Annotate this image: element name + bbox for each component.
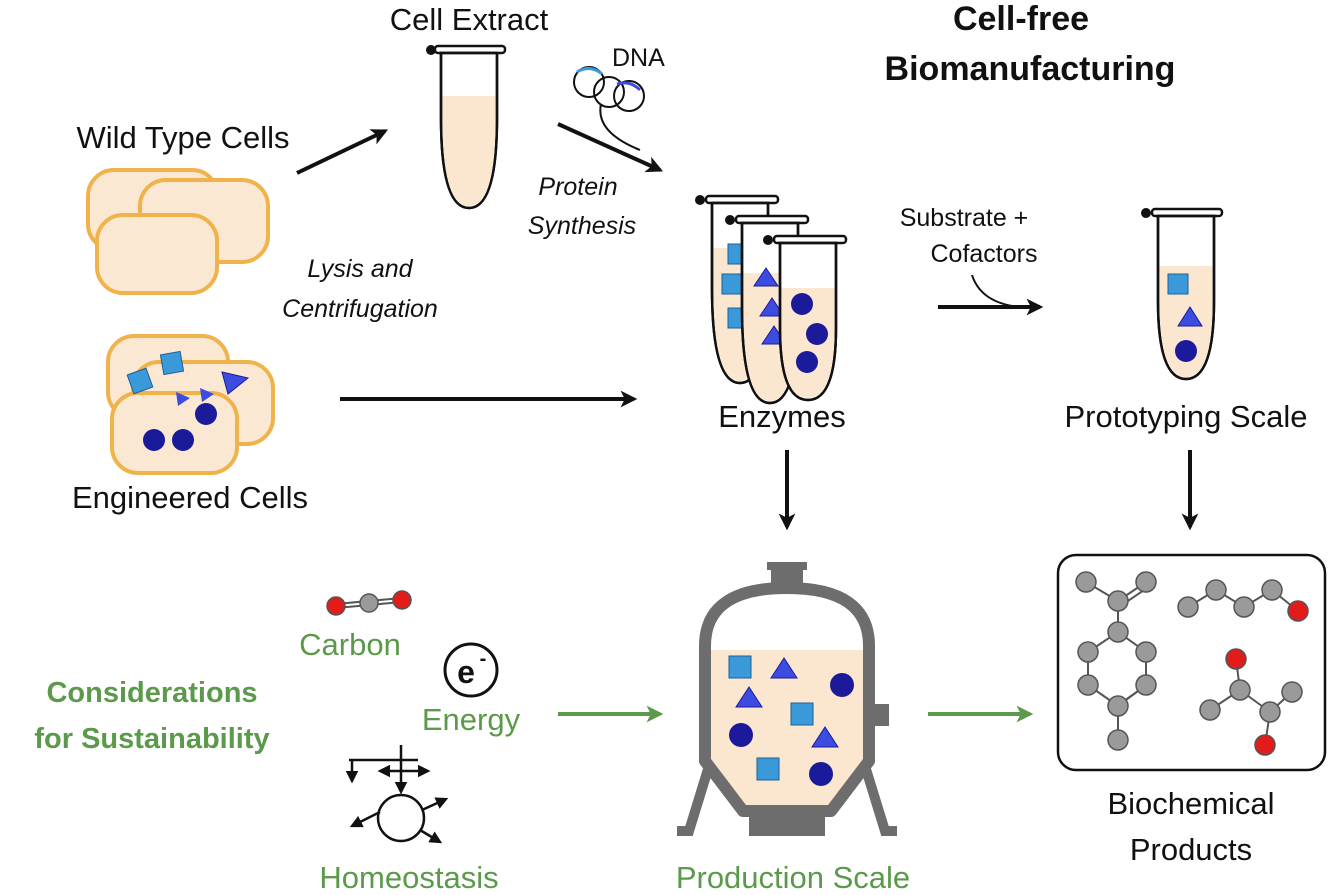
electron-symbol: e [457,654,475,690]
wild-type-cells-icon [86,168,270,295]
enzyme-tubes-icon [695,194,848,405]
production-vessel-icon [677,562,897,836]
biochemical-products-box [1056,553,1327,772]
protein-synthesis-label-line-1: Protein [538,173,617,201]
carbon-dioxide-icon [326,590,412,616]
production-scale-label: Production Scale [676,860,910,890]
dna-curve-arrow-icon [599,103,641,151]
sustainability-heading-line-2: for Sustainability [34,723,269,755]
energy-label: Energy [422,702,521,737]
prototyping-scale-label: Prototyping Scale [1065,399,1308,434]
prototyping-tube-icon [1141,207,1224,381]
electron-charge: - [480,648,487,670]
lysis-label-line-2: Centrifugation [282,295,438,323]
dna-label: DNA [612,44,665,72]
homeostasis-label: Homeostasis [319,860,498,890]
engineered-cells-label: Engineered Cells [72,480,308,515]
substrate-curve-icon [971,274,1013,307]
title-line-1: Cell-free [953,0,1089,38]
lysis-arrow-icon [296,129,389,175]
wild-type-cells-label: Wild Type Cells [76,120,289,155]
engineered-cells-icon [106,334,275,475]
protein-synthesis-arrow-icon [557,122,664,173]
enzymes-label: Enzymes [718,399,845,434]
cell-extract-label: Cell Extract [390,2,549,37]
cell-extract-tube-icon [426,44,507,210]
title-line-2: Biomanufacturing [885,50,1176,88]
substrate-label-line-1: Substrate + [900,204,1029,232]
biochemical-products-label-line-2: Products [1130,832,1252,867]
homeostasis-icon [345,745,449,844]
enzyme-tube-circles [763,234,848,402]
biochemical-products-label-line-1: Biochemical [1107,786,1274,821]
diagram-title: Cell-free Biomanufacturing [885,0,1176,88]
protein-synthesis-label-line-2: Synthesis [528,212,636,240]
electron-icon: e - [443,642,499,698]
atoms-icon [1075,571,1309,756]
carbon-label: Carbon [299,627,401,662]
dna-plasmid-icon [573,66,645,112]
sustainability-heading-line-1: Considerations [46,677,257,709]
substrate-label-line-2: Cofactors [931,240,1038,268]
lysis-label-line-1: Lysis and [307,255,413,283]
